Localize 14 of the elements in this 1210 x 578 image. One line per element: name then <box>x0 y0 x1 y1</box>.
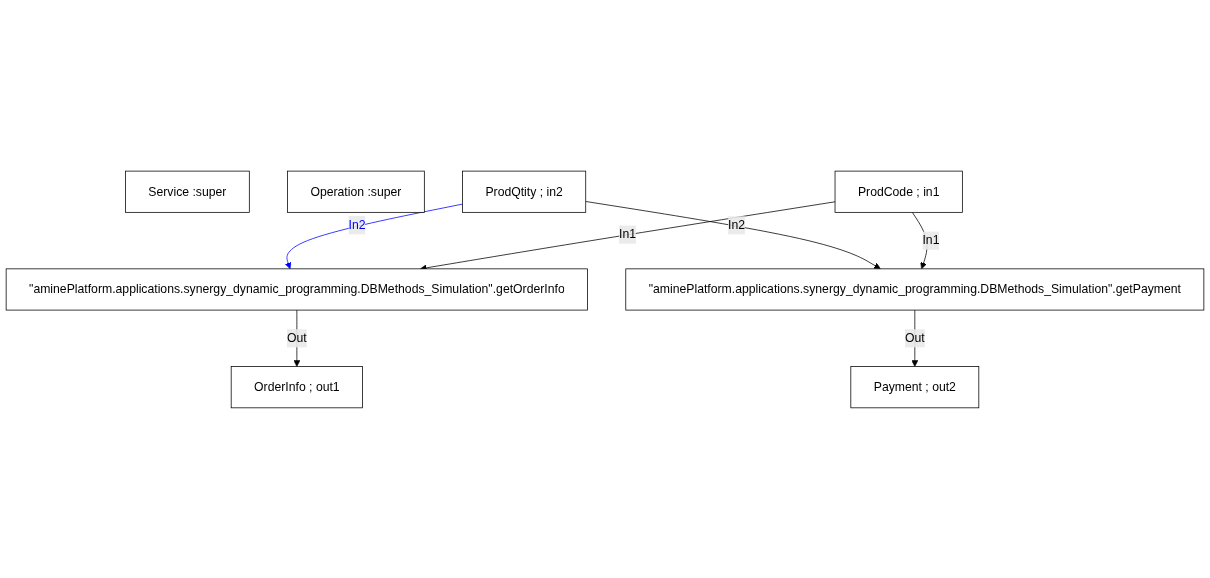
node-box: "aminePlatform.applications.synergy_dynamic_programming.DBMethods_Simulation".getPayment <box>625 268 1205 310</box>
node-box: ProdQtity ; in2 <box>462 170 587 213</box>
node-box: "aminePlatform.applications.synergy_dynamic_programming.DBMethods_Simulation".getOrderInfo <box>5 268 588 310</box>
edge-label: In2 <box>348 217 366 231</box>
edge-label: In1 <box>619 227 637 241</box>
node-box: Payment ; out2 <box>850 365 980 408</box>
node-box: ProdCode ; in1 <box>834 170 963 213</box>
edge-label: In1 <box>922 233 940 247</box>
node-box: OrderInfo ; out1 <box>230 365 363 408</box>
edge-label: In2 <box>728 217 746 231</box>
node-box: Service :super <box>125 170 250 213</box>
edge-label: Out <box>904 331 925 344</box>
node-box: Operation :super <box>287 170 425 213</box>
edge-label: Out <box>287 331 307 344</box>
